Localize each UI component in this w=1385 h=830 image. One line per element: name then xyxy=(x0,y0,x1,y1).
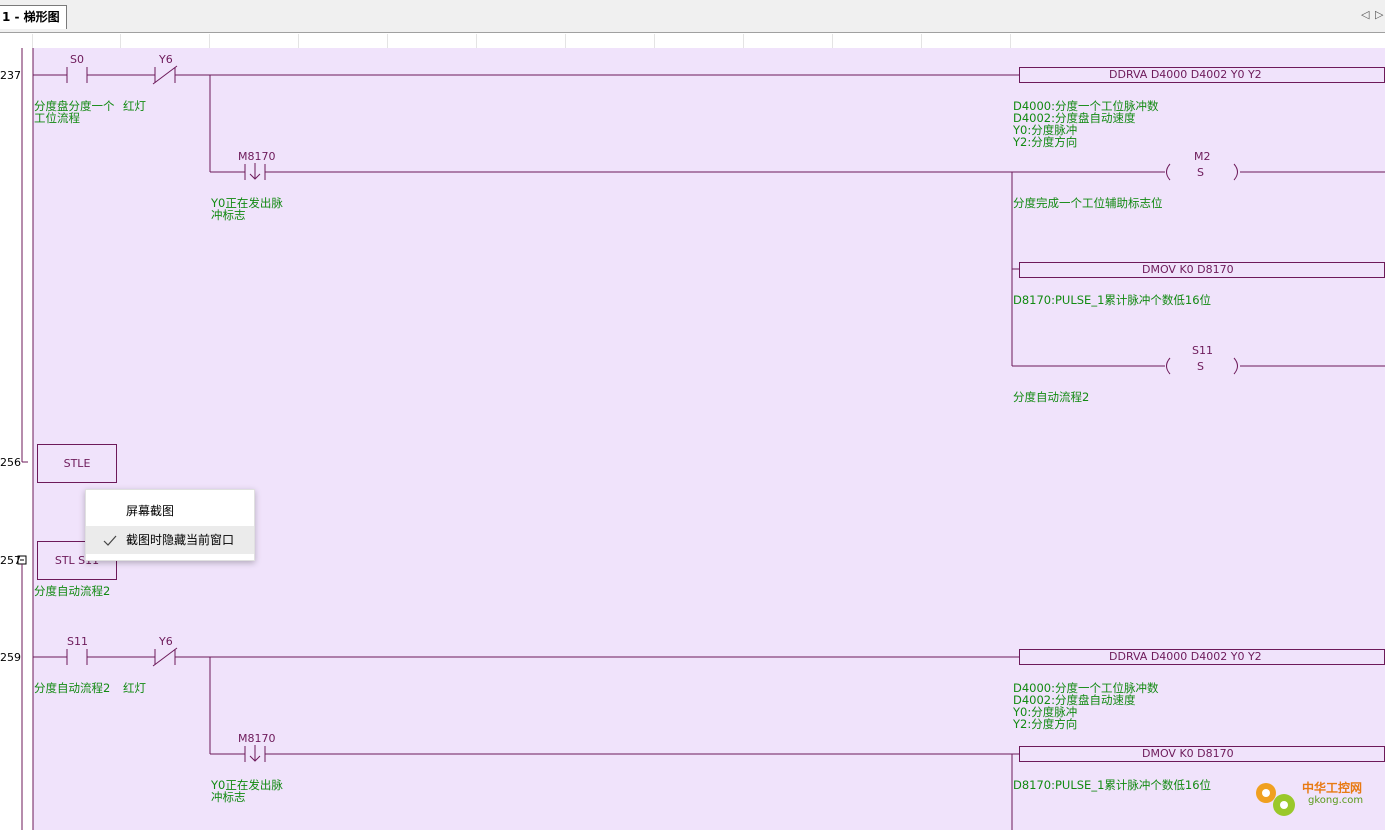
menu-item-hide-window[interactable]: 截图时隐藏当前窗口 xyxy=(86,526,254,554)
contact-label: S11 xyxy=(67,635,88,648)
watermark-logo: 中华工控网 gkong.com xyxy=(1250,775,1380,825)
tab-scroll-left-icon[interactable]: ◁ xyxy=(1361,8,1370,21)
contact-label: M8170 xyxy=(238,150,276,163)
watermark-text: 中华工控网 xyxy=(1302,781,1363,795)
device-comment: Y0正在发出脉 冲标志 xyxy=(211,778,283,804)
coil-comment: 分度自动流程2 xyxy=(1013,390,1090,404)
device-comment: 红灯 xyxy=(123,99,146,113)
device-comment: 分度盘分度一个 工位流程 xyxy=(34,99,115,125)
watermark-url: gkong.com xyxy=(1308,795,1364,806)
contact-label: M8170 xyxy=(238,732,276,745)
device-comment: Y0正在发出脉 冲标志 xyxy=(211,196,283,222)
coil-comment: 分度完成一个工位辅助标志位 xyxy=(1013,196,1163,210)
ladder-canvas[interactable] xyxy=(33,48,1385,830)
contact-label: Y6 xyxy=(159,635,173,648)
step-gutter xyxy=(0,48,33,830)
coil-type: S xyxy=(1197,360,1204,373)
gear-icon xyxy=(1256,783,1295,816)
instruction-block[interactable]: DMOV K0 D8170 xyxy=(1019,262,1385,278)
step-number: 237 xyxy=(0,69,21,82)
menu-item-label: 屏幕截图 xyxy=(126,504,175,518)
step-number: 256 xyxy=(0,456,21,469)
instruction-block[interactable]: DDRVA D4000 D4002 Y0 Y2 xyxy=(1019,649,1385,665)
coil-type: S xyxy=(1197,166,1204,179)
device-comment: 分度自动流程2 xyxy=(34,681,111,695)
instruction-comment: D4002:分度盘自动速度 xyxy=(1013,693,1136,707)
context-menu: 屏幕截图 截图时隐藏当前窗口 xyxy=(85,489,255,561)
instruction-comment: D8170:PULSE_1累计脉冲个数低16位 xyxy=(1013,293,1212,307)
contact-label: S0 xyxy=(70,53,84,66)
step-number: 257 xyxy=(0,554,21,567)
instruction-comment: D4002:分度盘自动速度 xyxy=(1013,111,1136,125)
menu-item-label: 截图时隐藏当前窗口 xyxy=(126,533,235,547)
coil-label: M2 xyxy=(1194,150,1211,163)
tab-scroll-right-icon[interactable]: ▷ xyxy=(1375,8,1384,21)
instruction-block[interactable]: DDRVA D4000 D4002 Y0 Y2 xyxy=(1019,67,1385,83)
stle-block[interactable]: STLE xyxy=(37,444,117,483)
contact-label: Y6 xyxy=(159,53,173,66)
instruction-block[interactable]: DMOV K0 D8170 xyxy=(1019,746,1385,762)
instruction-comment: Y2:分度方向 xyxy=(1013,135,1078,149)
tab-ladder[interactable]: 1 - 梯形图 xyxy=(0,5,67,29)
instruction-comment: Y2:分度方向 xyxy=(1013,717,1078,731)
instruction-comment: D4000:分度一个工位脉冲数 xyxy=(1013,99,1159,113)
checkmark-icon xyxy=(103,535,117,546)
instruction-comment: Y0:分度脉冲 xyxy=(1013,705,1078,719)
menu-item-screenshot[interactable]: 屏幕截图 xyxy=(86,497,254,525)
coil-label: S11 xyxy=(1192,344,1213,357)
device-comment: 分度自动流程2 xyxy=(34,584,111,598)
instruction-comment: D8170:PULSE_1累计脉冲个数低16位 xyxy=(1013,778,1212,792)
instruction-comment: Y0:分度脉冲 xyxy=(1013,123,1078,137)
device-comment: 红灯 xyxy=(123,681,146,695)
tab-bar: 1 - 梯形图 ◁ ▷ xyxy=(0,0,1385,33)
step-number: 259 xyxy=(0,651,21,664)
instruction-comment: D4000:分度一个工位脉冲数 xyxy=(1013,681,1159,695)
